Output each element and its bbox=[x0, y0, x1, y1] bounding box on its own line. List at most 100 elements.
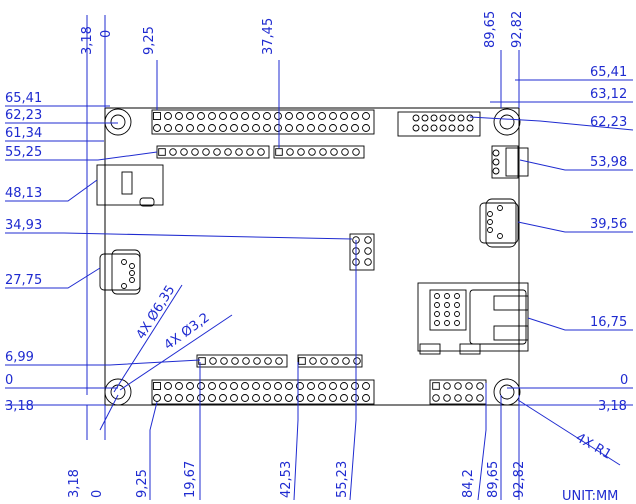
pin bbox=[362, 382, 370, 390]
dim-right-16-75: 16,75 bbox=[590, 315, 627, 330]
pin bbox=[263, 382, 271, 390]
pin bbox=[224, 148, 232, 156]
pin bbox=[434, 293, 440, 299]
pin bbox=[275, 148, 283, 156]
pin bbox=[158, 148, 166, 156]
pin bbox=[466, 114, 474, 122]
pin bbox=[235, 148, 243, 156]
pin bbox=[430, 114, 438, 122]
pin bbox=[252, 112, 260, 120]
pin bbox=[454, 382, 462, 390]
pin bbox=[331, 357, 339, 365]
pin bbox=[197, 382, 205, 390]
pin bbox=[412, 114, 420, 122]
mounting-hole-top-left bbox=[104, 108, 132, 136]
pin bbox=[219, 394, 227, 402]
lower-header-row bbox=[196, 354, 363, 368]
pin bbox=[175, 124, 183, 132]
center-header-2x3 bbox=[349, 233, 375, 271]
pin bbox=[164, 112, 172, 120]
pin bbox=[180, 148, 188, 156]
pin bbox=[362, 112, 370, 120]
pin bbox=[186, 112, 194, 120]
pin bbox=[318, 382, 326, 390]
dim-left-48-13: 48,13 bbox=[5, 186, 42, 201]
pin bbox=[164, 382, 172, 390]
dim-left-6-99: 6,99 bbox=[5, 350, 34, 365]
pin bbox=[202, 148, 210, 156]
pin bbox=[432, 394, 440, 402]
pin bbox=[274, 394, 282, 402]
pin bbox=[285, 124, 293, 132]
pin bbox=[434, 302, 440, 308]
pin bbox=[285, 112, 293, 120]
pin bbox=[197, 124, 205, 132]
dim-top-9-25: 9,25 bbox=[142, 26, 157, 55]
pin bbox=[444, 302, 450, 308]
pin bbox=[340, 112, 348, 120]
pin bbox=[253, 357, 261, 365]
left-connector bbox=[96, 164, 164, 207]
pin bbox=[444, 320, 450, 326]
pin bbox=[164, 124, 172, 132]
pin bbox=[351, 394, 359, 402]
pin bbox=[362, 124, 370, 132]
dim-left-27-75: 27,75 bbox=[5, 273, 42, 288]
pin bbox=[353, 357, 361, 365]
dim-bottom-3-18: 3,18 bbox=[67, 469, 82, 498]
top-right-header bbox=[397, 111, 481, 137]
pin bbox=[351, 112, 359, 120]
pin bbox=[465, 394, 473, 402]
pin bbox=[296, 394, 304, 402]
pin bbox=[364, 258, 372, 266]
pin bbox=[319, 148, 327, 156]
pin bbox=[308, 148, 316, 156]
board-outline bbox=[104, 107, 520, 406]
pin bbox=[257, 148, 265, 156]
pin bbox=[329, 112, 337, 120]
pin bbox=[213, 148, 221, 156]
pin bbox=[274, 124, 282, 132]
pin bbox=[364, 247, 372, 255]
pin bbox=[252, 394, 260, 402]
pin bbox=[285, 382, 293, 390]
pin bbox=[219, 382, 227, 390]
pin bbox=[421, 124, 429, 132]
pin bbox=[329, 124, 337, 132]
dim-bottom-19-67: 19,67 bbox=[183, 461, 198, 498]
rj45-usb-block bbox=[417, 282, 529, 355]
dim-bottom-9-25: 9,25 bbox=[135, 469, 150, 498]
pin bbox=[457, 114, 465, 122]
pin bbox=[307, 382, 315, 390]
pin bbox=[320, 357, 328, 365]
bottom-header-2x20 bbox=[151, 379, 375, 405]
dim-bottom-55-23: 55,23 bbox=[335, 461, 350, 498]
unit-label: UNIT:MM bbox=[562, 489, 618, 504]
pin bbox=[329, 382, 337, 390]
dim-bottom-89-65: 89,65 bbox=[486, 461, 501, 498]
pin bbox=[329, 394, 337, 402]
dim-right-39-56: 39,56 bbox=[590, 217, 627, 232]
pin bbox=[307, 112, 315, 120]
dim-left-0: 0 bbox=[5, 373, 13, 388]
dim-top-0: 0 bbox=[99, 30, 114, 38]
pin bbox=[362, 394, 370, 402]
pin bbox=[175, 112, 183, 120]
pin bbox=[454, 394, 462, 402]
dim-top-3-18: 3,18 bbox=[80, 26, 95, 55]
pin bbox=[439, 114, 447, 122]
pin bbox=[153, 124, 161, 132]
pin bbox=[264, 357, 272, 365]
dim-left-3-18: 3,18 bbox=[5, 399, 34, 414]
pin bbox=[340, 124, 348, 132]
pin bbox=[263, 124, 271, 132]
right-round-connector bbox=[479, 198, 519, 248]
pin bbox=[241, 394, 249, 402]
pin bbox=[351, 124, 359, 132]
pin bbox=[439, 124, 447, 132]
pin bbox=[342, 357, 350, 365]
dim-top-92-82: 92,82 bbox=[510, 11, 525, 48]
pin bbox=[230, 112, 238, 120]
pin bbox=[241, 112, 249, 120]
